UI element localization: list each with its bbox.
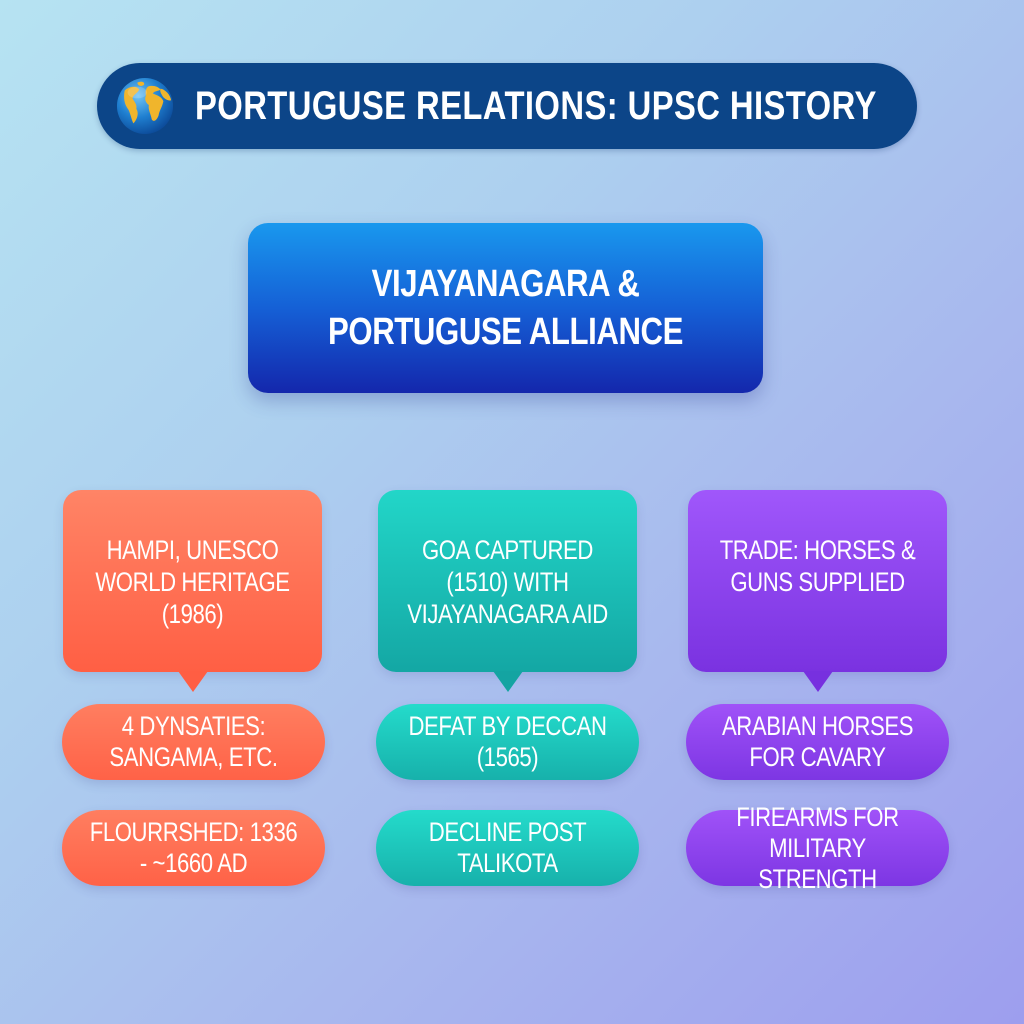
topic-card-trade: TRADE: HORSES & GUNS SUPPLIED: [688, 490, 947, 692]
page-title: PORTUGUSE RELATIONS: UPSC HISTORY: [195, 83, 877, 128]
main-topic-box: VIJAYANAGARA & PORTUGUSE ALLIANCE: [248, 223, 763, 393]
globe-icon: [116, 77, 174, 135]
detail-pill-dynasties: 4 DYNSATIES: SANGAMA, ETC.: [62, 704, 325, 780]
topic-card-hampi: HAMPI, UNESCO WORLD HERITAGE (1986): [63, 490, 322, 692]
detail-pill-firearms: FIREARMS FOR MILITARY STRENGTH: [686, 802, 949, 894]
detail-pill-text: DECLINE POST TALIKOTA: [428, 817, 587, 878]
detail-pill-horses: ARABIAN HORSES FOR CAVARY: [686, 704, 949, 780]
main-topic-title: VIJAYANAGARA & PORTUGUSE ALLIANCE: [327, 263, 684, 353]
detail-pill-decline: DECLINE POST TALIKOTA: [376, 810, 639, 886]
detail-pill-flourished: FLOURRSHED: 1336 - ~1660 AD: [62, 810, 325, 886]
topic-card-text: TRADE: HORSES & GUNS SUPPLIED: [719, 535, 916, 597]
detail-pill-defeat: DEFAT BY DECCAN (1565): [376, 704, 639, 780]
header-banner: PORTUGUSE RELATIONS: UPSC HISTORY: [97, 63, 917, 149]
topic-card-goa: GOA CAPTURED (1510) WITH VIJAYANAGARA AI…: [378, 490, 637, 692]
detail-pill-text: ARABIAN HORSES FOR CAVARY: [721, 711, 914, 772]
detail-pill-text: 4 DYNSATIES: SANGAMA, ETC.: [109, 711, 278, 772]
topic-card-text: HAMPI, UNESCO WORLD HERITAGE (1986): [95, 535, 290, 629]
detail-pill-text: FIREARMS FOR MILITARY STRENGTH: [736, 801, 899, 894]
topic-card-text: GOA CAPTURED (1510) WITH VIJAYANAGARA AI…: [407, 535, 608, 629]
detail-pill-text: FLOURRSHED: 1336 - ~1660 AD: [89, 817, 298, 878]
detail-pill-text: DEFAT BY DECCAN (1565): [408, 711, 607, 772]
